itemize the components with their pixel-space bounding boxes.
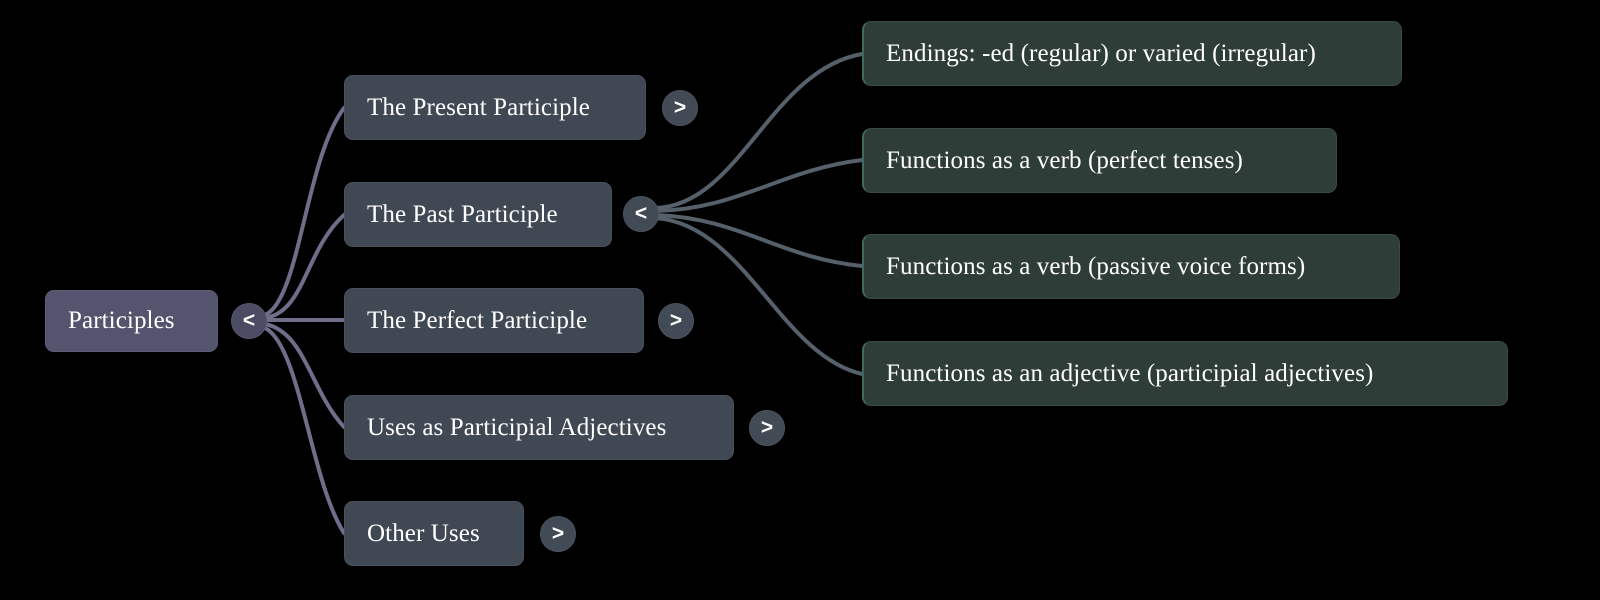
chevron-right-icon: >: [760, 415, 774, 439]
node-branch-present-participle[interactable]: The Present Participle: [344, 75, 646, 140]
node-branch-past-participle[interactable]: The Past Participle: [344, 182, 612, 247]
node-branch-label: Uses as Participial Adjectives: [367, 413, 667, 441]
node-branch-other-uses[interactable]: Other Uses: [344, 501, 524, 566]
edge-past-to-passive-voice: [654, 213, 864, 268]
chevron-right-icon: >: [673, 95, 687, 119]
node-branch-perfect-participle[interactable]: The Perfect Participle: [344, 288, 644, 353]
collapse-toggle-past-participle[interactable]: <: [623, 196, 659, 232]
node-leaf-label: Functions as an adjective (participial a…: [886, 359, 1374, 387]
edge-past-to-perfect-tenses: [654, 158, 864, 213]
node-branch-label: Other Uses: [367, 519, 480, 547]
edge-past-to-endings: [654, 52, 864, 210]
node-root-label: Participles: [68, 307, 175, 335]
node-branch-label: The Past Participle: [367, 200, 558, 228]
node-branch-label: The Present Participle: [367, 93, 590, 121]
expand-toggle-participial-adjectives[interactable]: >: [749, 410, 785, 446]
node-leaf-label: Functions as a verb (perfect tenses): [886, 146, 1243, 174]
node-root-participles[interactable]: Participles: [45, 290, 218, 352]
node-leaf-label: Functions as a verb (passive voice forms…: [886, 252, 1306, 280]
expand-toggle-perfect-participle[interactable]: >: [658, 303, 694, 339]
node-leaf-perfect-tenses[interactable]: Functions as a verb (perfect tenses): [862, 128, 1337, 193]
expand-toggle-other-uses[interactable]: >: [540, 516, 576, 552]
chevron-left-icon: <: [634, 201, 648, 225]
edge-root-to-participial-adjectives: [263, 322, 346, 429]
edge-root-to-past-participle: [263, 213, 346, 320]
node-leaf-endings[interactable]: Endings: -ed (regular) or varied (irregu…: [862, 21, 1402, 86]
node-branch-label: The Perfect Participle: [367, 306, 588, 334]
edge-root-to-other-uses: [263, 326, 346, 535]
chevron-left-icon: <: [242, 308, 256, 332]
chevron-right-icon: >: [551, 521, 565, 545]
node-leaf-passive-voice[interactable]: Functions as a verb (passive voice forms…: [862, 234, 1400, 299]
edge-past-to-adjective: [654, 216, 864, 376]
collapse-toggle-participles[interactable]: <: [231, 303, 267, 339]
node-leaf-label: Endings: -ed (regular) or varied (irregu…: [886, 39, 1316, 67]
node-branch-participial-adjectives[interactable]: Uses as Participial Adjectives: [344, 395, 734, 460]
expand-toggle-present-participle[interactable]: >: [662, 90, 698, 126]
chevron-right-icon: >: [669, 308, 683, 332]
root-edge-group: [263, 106, 346, 535]
edge-root-to-present-participle: [263, 106, 346, 317]
node-leaf-participial-adjectives[interactable]: Functions as an adjective (participial a…: [862, 341, 1508, 406]
